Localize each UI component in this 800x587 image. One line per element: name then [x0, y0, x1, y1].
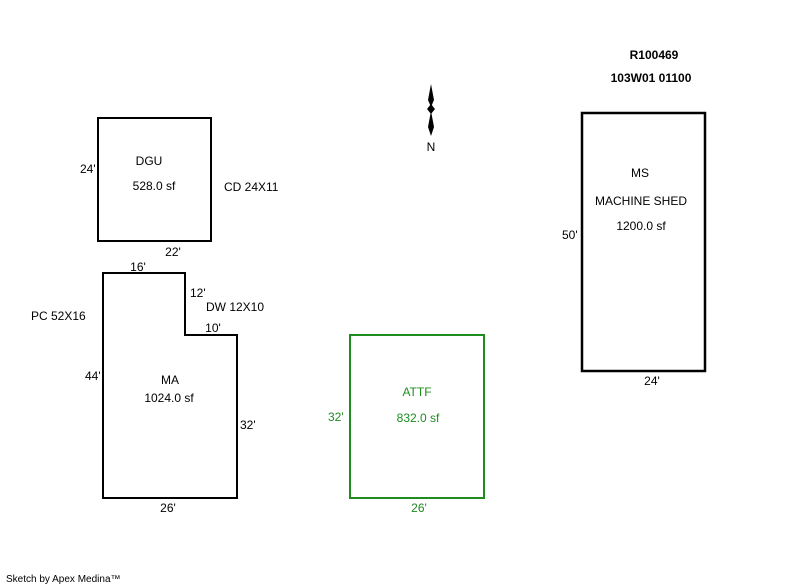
ma-outline: [102, 272, 238, 499]
ma-dim-right: 32': [240, 418, 256, 432]
ma-dim-left: 44': [85, 369, 101, 383]
ms-dim-left: 50': [562, 228, 578, 242]
ma-code: MA: [161, 373, 179, 387]
attf-code: ATTF: [402, 385, 431, 399]
structure-ms: MS MACHINE SHED 1200.0 sf 50' 24': [562, 111, 707, 388]
ma-dim-notch-vertical: 12': [190, 286, 206, 300]
structure-dgu: DGU 528.0 sf 24' 22' CD 24X11: [80, 117, 279, 259]
ms-outline: [580, 111, 707, 373]
ma-note-notch: DW 12X10: [206, 300, 264, 314]
ms-description: MACHINE SHED: [595, 194, 687, 208]
attf-dim-bottom: 26': [411, 501, 427, 515]
structure-attf: ATTF 832.0 sf 32' 26': [328, 334, 485, 515]
ms-code: MS: [631, 166, 649, 180]
ma-area: 1024.0 sf: [144, 391, 194, 405]
map-number: 103W01 01100: [611, 71, 692, 85]
ma-dim-top: 16': [130, 260, 146, 274]
dgu-code: DGU: [136, 154, 163, 168]
dgu-outline: [97, 117, 212, 242]
parcel-id: R100469: [630, 48, 679, 62]
dgu-attached-note: CD 24X11: [224, 180, 279, 194]
structure-ma: MA 1024.0 sf 16' 12' 10' 44' 32' 26' PC …: [31, 260, 264, 515]
ms-area: 1200.0 sf: [616, 219, 666, 233]
sketch-credit: Sketch by Apex Medina™: [6, 574, 121, 585]
attf-outline: [349, 334, 485, 499]
ma-dim-notch-horizontal: 10': [205, 321, 221, 335]
dgu-area: 528.0 sf: [133, 179, 176, 193]
attf-dim-left: 32': [328, 410, 344, 424]
north-arrow-icon: [427, 84, 435, 136]
ma-dim-bottom: 26': [160, 501, 176, 515]
attf-area: 832.0 sf: [397, 411, 440, 425]
ma-note-left: PC 52X16: [31, 309, 86, 323]
dgu-dim-left: 24': [80, 162, 96, 176]
north-label: N: [427, 140, 436, 154]
dgu-dim-bottom: 22': [165, 245, 181, 259]
ms-dim-bottom: 24': [644, 374, 660, 388]
